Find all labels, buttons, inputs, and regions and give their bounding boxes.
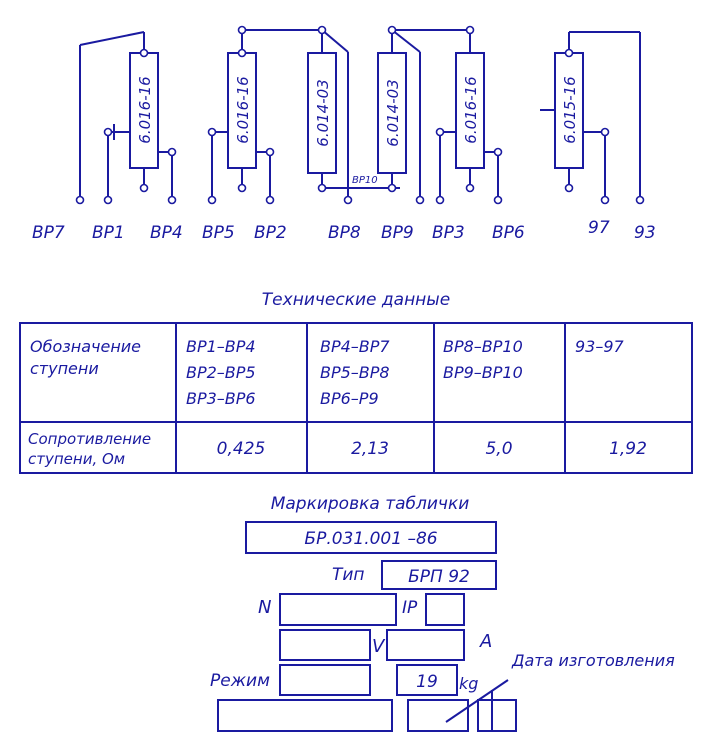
- resistor-3-label: 6.014-03: [314, 79, 332, 146]
- resistor-2: 6.016-16: [211, 29, 322, 200]
- bottom-box-wide: [217, 699, 393, 732]
- v-box-right: [386, 629, 465, 661]
- tech-data-table: Обозначение ступени ВР1–ВР4 ВР2–ВР5 ВР3–…: [19, 322, 693, 474]
- type-label: Тип: [332, 565, 365, 585]
- terminal-label: ВР3: [432, 223, 465, 243]
- resistor-1: 6.016-16: [79, 31, 173, 200]
- kg-label: kg: [459, 674, 478, 693]
- terminal-label: ВР5: [202, 223, 235, 243]
- resistance-1: 0,425: [217, 439, 266, 459]
- v-box-left: [279, 629, 371, 661]
- date-leader-line: [445, 679, 509, 723]
- group-2-line2: ВР5–ВР8: [320, 363, 390, 382]
- resistor-3: 6.014-03: [307, 29, 400, 200]
- terminal-label: 97: [588, 218, 610, 238]
- resistor-6-label: 6.015-16: [561, 76, 579, 143]
- plate-code: БР.031.001 –86: [304, 529, 437, 549]
- resistor-5: 6.016-16: [439, 30, 499, 200]
- tech-data-title: Технические данные: [262, 290, 450, 310]
- terminal-label: ВР2: [254, 223, 287, 243]
- group-1-line3: ВР3–ВР6: [186, 389, 256, 408]
- v-label: V: [372, 636, 386, 657]
- nameplate-section: Маркировка таблички БР.031.001 –86 Тип Б…: [210, 494, 675, 732]
- resistor-6: 6.015-16: [540, 31, 641, 200]
- group-2-line3: ВР6–Р9: [320, 389, 379, 408]
- mode-box: [279, 664, 371, 696]
- bottom-box-right: [477, 699, 517, 732]
- group-3-line2: ВР9–ВР10: [443, 363, 523, 382]
- resistor-4-label: 6.014-03: [384, 79, 402, 146]
- resistance-4: 1,92: [609, 439, 647, 459]
- group-1-line1: ВР1–ВР4: [186, 337, 256, 356]
- resistor-2-label: 6.016-16: [234, 76, 252, 143]
- n-label: N: [258, 597, 271, 618]
- resistance-2: 2,13: [351, 439, 389, 459]
- terminal-label: ВР1: [92, 223, 125, 243]
- tech-data-section: Технические данные Обозначение ступени В…: [19, 290, 693, 474]
- group-1-line2: ВР2–ВР5: [186, 363, 256, 382]
- terminal-label: ВР8: [328, 223, 361, 243]
- group-2-line1: ВР4–ВР7: [320, 337, 390, 356]
- row2-header-line2: ступени, Ом: [28, 450, 125, 468]
- terminal-labels: ВР7 ВР1 ВР4 ВР5 ВР2 ВР8 ВР9 ВР3 ВР6 97 9…: [32, 218, 656, 243]
- ip-label: IP: [402, 598, 418, 618]
- resistance-3: 5,0: [485, 439, 512, 459]
- terminal-label: ВР9: [381, 223, 414, 243]
- terminal-label: 93: [634, 223, 656, 243]
- row1-header-line1: Обозначение: [30, 337, 141, 356]
- mode-label: Режим: [210, 671, 270, 691]
- jumper-label: ВР10: [352, 175, 378, 186]
- type-box: [381, 560, 497, 590]
- terminal-dots: [75, 25, 645, 205]
- type-value: БРП 92: [408, 567, 470, 587]
- schematic: 6.016-16 6.016-16 6.014-03: [32, 25, 656, 243]
- bottom-box-middle: [407, 699, 469, 732]
- ip-box: [425, 593, 465, 626]
- resistor-4: 6.014-03 ВР10: [352, 29, 470, 200]
- plate-code-box: [245, 521, 497, 554]
- group-4-line1: 93–97: [575, 337, 625, 356]
- resistor-1-label: 6.016-16: [136, 76, 154, 143]
- date-label: Дата изготовления: [511, 651, 675, 670]
- a-label: A: [479, 631, 492, 652]
- row1-header-line2: ступени: [30, 359, 99, 378]
- terminal-label: ВР7: [32, 223, 65, 243]
- terminal-label: ВР6: [492, 223, 525, 243]
- n-box: [279, 593, 397, 626]
- mass-box: [396, 664, 458, 696]
- plate-title: Маркировка таблички: [271, 494, 470, 514]
- row2-header-line1: Сопротивление: [28, 430, 151, 448]
- mass-value: 19: [416, 672, 438, 692]
- resistor-5-label: 6.016-16: [462, 76, 480, 143]
- group-3-line1: ВР8–ВР10: [443, 337, 523, 356]
- terminal-label: ВР4: [150, 223, 183, 243]
